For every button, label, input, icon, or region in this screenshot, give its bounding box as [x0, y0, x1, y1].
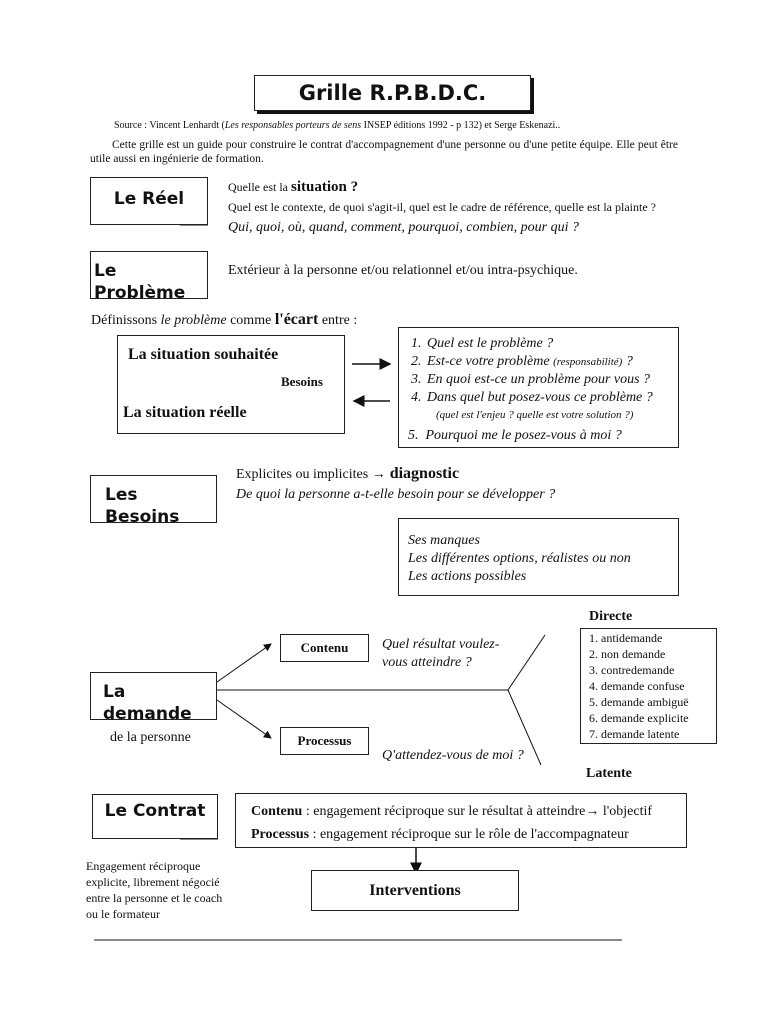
contrat-box: Contenu : engagement réciproque sur le r…: [235, 793, 687, 848]
demande-types-list: antidemande non demande contredemande de…: [583, 630, 716, 742]
situation-reelle: La situation réelle: [123, 404, 247, 421]
demande-type: non demande: [601, 646, 716, 662]
processus-box: Processus: [280, 727, 369, 755]
section-besoins-label-1: Les: [105, 485, 138, 505]
question-2: Est-ce votre problème (responsabilité) ?: [425, 353, 672, 371]
reel-line3: Qui, quoi, où, quand, comment, pourquoi,…: [228, 220, 580, 235]
source-line: Source : Vincent Lenhardt (Les responsab…: [114, 120, 561, 131]
question-4: Dans quel but posez-vous ce problème ?: [425, 389, 672, 407]
section-probleme-label-2: Problème: [94, 283, 186, 299]
section-demande-label-2: demande: [103, 704, 192, 720]
besoins-line1: Explicites ou implicites → diagnostic: [236, 465, 460, 482]
section-probleme-box: Le Problème: [90, 251, 208, 299]
demande-type: demande explicite: [601, 710, 716, 726]
processus-question: Q'attendez-vous de moi ?: [382, 748, 524, 763]
besoins-detail-box: Ses manques Les différentes options, réa…: [398, 518, 679, 596]
interventions-box: Interventions: [311, 870, 519, 911]
section-besoins-box: Les Besoins: [90, 475, 217, 523]
question-4-note: (quel est l'enjeu ? quelle est votre sol…: [436, 409, 634, 421]
demande-type: antidemande: [601, 630, 716, 646]
probleme-definition: Définissons le problème comme l'écart en…: [91, 311, 358, 328]
contenu-question: Quel résultat voulez- vous atteindre ?: [382, 637, 500, 670]
directe-label: Directe: [589, 609, 633, 624]
situation-box: [117, 335, 345, 434]
demande-type: contredemande: [601, 662, 716, 678]
section-reel-box: Le Réel: [90, 177, 208, 225]
question-3: En quoi est-ce un problème pour vous ?: [425, 371, 672, 389]
contrat-contenu: Contenu : engagement réciproque sur le r…: [251, 804, 653, 819]
questions-list: Quel est le problème ? Est-ce votre prob…: [405, 335, 672, 407]
besoins-item-2: Les différentes options, réalistes ou no…: [408, 551, 631, 566]
questions-box: Quel est le problème ? Est-ce votre prob…: [398, 327, 679, 448]
besoins-line2: De quoi la personne a-t-elle besoin pour…: [236, 487, 556, 502]
section-demande-label-1: La: [103, 682, 126, 702]
demande-type: demande ambiguë: [601, 694, 716, 710]
contenu-label: Contenu: [300, 640, 349, 655]
besoins-item-1: Ses manques: [408, 533, 480, 548]
probleme-text: Extérieur à la personne et/ou relationne…: [228, 263, 578, 278]
latente-label: Latente: [586, 766, 632, 781]
question-1: Quel est le problème ?: [425, 335, 672, 353]
reel-line2: Quel est le contexte, de quoi s'agit-il,…: [228, 200, 656, 214]
intro-text: Cette grille est un guide pour construir…: [90, 139, 678, 165]
reel-question: Quelle est la situation ?: [228, 179, 359, 195]
section-reel-label: Le Réel: [113, 189, 185, 209]
situation-souhaitee: La situation souhaitée: [128, 346, 279, 363]
contrat-note: Engagement réciproque explicite, libreme…: [86, 859, 223, 921]
question-5: 5. Pourquoi me le posez-vous à moi ?: [408, 428, 622, 443]
section-besoins-label-2: Besoins: [105, 507, 180, 523]
contenu-box: Contenu: [280, 634, 369, 662]
besoins-item-3: Les actions possibles: [408, 569, 527, 584]
demande-type: demande confuse: [601, 678, 716, 694]
title-box: Grille R.P.B.D.C.: [254, 75, 531, 111]
page-title: Grille R.P.B.D.C.: [298, 81, 487, 105]
demande-type: demande latente: [601, 726, 716, 742]
contrat-processus: Processus : engagement réciproque sur le…: [251, 827, 629, 842]
besoins-label: Besoins: [281, 374, 323, 389]
section-demande-box: La demande: [90, 672, 217, 720]
section-contrat-box: Le Contrat: [92, 794, 218, 839]
section-contrat-label: Le Contrat: [104, 801, 206, 821]
demande-sub: de la personne: [110, 730, 191, 745]
interventions-label: Interventions: [369, 882, 461, 899]
section-probleme-label-1: Le: [94, 261, 117, 281]
demande-types-box: antidemande non demande contredemande de…: [580, 628, 717, 744]
processus-label: Processus: [297, 733, 352, 748]
